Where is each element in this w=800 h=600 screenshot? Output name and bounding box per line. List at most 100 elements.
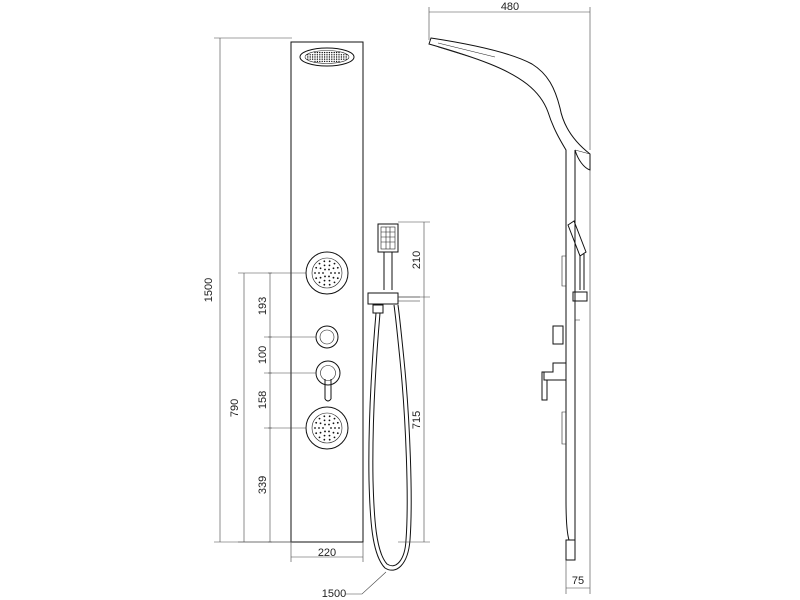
nozzle-dot (336, 432, 339, 435)
rain-nozzle-dot (307, 58, 309, 60)
nozzle-dot (318, 427, 320, 429)
rain-nozzle-dot (323, 56, 326, 58)
nozzle-dot (336, 277, 339, 280)
nozzle-dot (323, 438, 326, 441)
nozzle-dot (323, 419, 326, 422)
rain-nozzle-dot (335, 58, 338, 60)
panel-body (290, 41, 364, 543)
dim-handshower-height-label: 210 (411, 251, 423, 269)
dim-seg-d-label: 339 (257, 476, 269, 494)
nozzle-dot (319, 422, 322, 425)
rain-nozzle-dot (309, 58, 311, 60)
nozzle-dot (323, 283, 326, 286)
rain-nozzle-dot (326, 51, 328, 54)
nozzle-dot (333, 281, 336, 284)
nozzle-dot (338, 272, 340, 274)
nozzle-dot (324, 430, 326, 433)
dim-seg-c-label: 158 (257, 391, 269, 409)
rain-nozzle-dot (335, 56, 338, 58)
nozzle-dot (323, 415, 326, 418)
dim-lower-span-label: 790 (229, 399, 241, 417)
rain-nozzle-dot (345, 54, 347, 56)
rain-nozzle-dot (333, 56, 335, 58)
rain-nozzle-dot (319, 51, 321, 54)
rain-nozzle-dot (328, 56, 331, 58)
rain-nozzle-dot (331, 54, 333, 56)
nozzle-dot (322, 427, 324, 429)
rain-nozzle-dot (314, 56, 316, 58)
rain-nozzle-dot (316, 51, 319, 54)
nozzle-dot (324, 275, 326, 278)
dim-seg-b-label: 100 (257, 346, 269, 364)
nozzle-dot (332, 422, 335, 425)
side-panel-profile (428, 37, 591, 541)
rain-nozzle-dot (335, 54, 338, 56)
rain-nozzle-dot (316, 56, 319, 58)
rain-nozzle-dot (323, 58, 326, 60)
rain-nozzle-dot (338, 56, 340, 58)
rain-nozzle-dot (333, 54, 335, 56)
nozzle-dot (330, 427, 332, 429)
body-jet-lower (305, 406, 349, 450)
rain-nozzle-dot (338, 60, 340, 63)
rain-nozzle-dot (331, 60, 333, 63)
nozzle-dot (319, 276, 322, 279)
nozzle-dot (315, 421, 318, 424)
rain-nozzle-dot (331, 56, 333, 58)
side-diverter (552, 325, 564, 345)
rain-nozzle-dot (321, 51, 323, 54)
rain-nozzle-dot (326, 54, 328, 56)
nozzle-dot (328, 415, 331, 418)
rain-nozzle-dot (316, 54, 319, 56)
rain-nozzle-dot (319, 58, 321, 60)
mixer-lever (315, 360, 341, 402)
nozzle-dot (315, 277, 318, 280)
nozzle-dot (324, 268, 326, 271)
nozzle-dot (318, 281, 321, 284)
nozzle-dot (328, 419, 331, 422)
nozzle-dot (332, 276, 335, 279)
rain-nozzle-dot (323, 60, 326, 63)
nozzle-dot (318, 262, 321, 265)
rain-nozzle-dot (311, 54, 314, 56)
rain-nozzle-dot (333, 60, 335, 63)
rain-nozzle-dot (323, 54, 326, 56)
hand-shower-holder (367, 292, 420, 314)
nozzle-dot (336, 266, 339, 269)
nozzle-dot (319, 267, 322, 270)
rain-nozzle-dot (331, 58, 333, 60)
nozzle-dot (322, 272, 324, 274)
rain-nozzle-dot (321, 56, 323, 58)
rain-nozzle-dot (343, 56, 345, 58)
rain-nozzle-dot (321, 58, 323, 60)
dim-front-width-label: 220 (318, 547, 336, 559)
rain-nozzle-dot (311, 58, 314, 60)
nozzle-dot (332, 267, 335, 270)
nozzle-dot (315, 266, 318, 269)
dim-hose-length-label: 1500 (322, 588, 346, 600)
rain-nozzle-dot (335, 51, 338, 54)
rain-nozzle-dot (314, 54, 316, 56)
rain-nozzle-dot (311, 56, 314, 58)
rain-nozzle-dot (307, 56, 309, 58)
nozzle-dot (318, 436, 321, 439)
rain-nozzle-dot (343, 54, 345, 56)
dim-seg-a-label: 193 (257, 297, 269, 315)
side-view: 480 75 (428, 1, 591, 594)
nozzle-dot (314, 272, 316, 274)
nozzle-dot (318, 272, 320, 274)
nozzle-dot (332, 431, 335, 434)
rain-shower-head (299, 47, 355, 67)
rain-nozzle-dot (316, 58, 319, 60)
rain-nozzle-dot (319, 54, 321, 56)
rain-nozzle-dot (328, 60, 331, 63)
nozzle-dot (323, 279, 326, 282)
nozzle-dot (328, 264, 331, 267)
nozzle-dot (328, 423, 330, 426)
hand-shower (377, 223, 399, 290)
nozzle-dot (334, 427, 336, 429)
rain-nozzle-dot (345, 58, 347, 60)
rain-nozzle-dot (309, 54, 311, 56)
rain-nozzle-dot (328, 58, 331, 60)
dim-hose-length: 1500 (322, 571, 387, 600)
